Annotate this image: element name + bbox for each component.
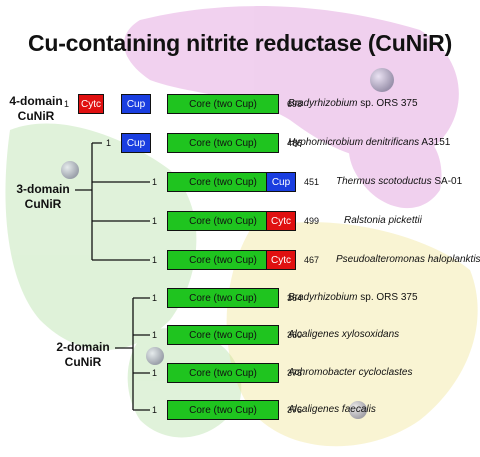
copper-atom-sphere — [61, 161, 79, 179]
residue-end-label: 499 — [304, 216, 320, 226]
species-name: Pseudoalteromonas haloplanktis — [336, 254, 480, 265]
residue-end-label: 364 — [287, 293, 303, 303]
residue-end-label: 467 — [304, 255, 320, 265]
core-domain-box: Core (two Cup) — [167, 172, 279, 192]
core-domain-box: Core (two Cup) — [167, 363, 279, 383]
species-name: Ralstonia pickettii — [344, 215, 422, 226]
core-domain-box: Core (two Cup) — [167, 94, 279, 114]
yellow-ribbon-region — [226, 222, 478, 447]
copper-atom-sphere — [146, 347, 164, 365]
residue-start-label: 1 — [152, 368, 158, 378]
bracket-2-domain — [115, 297, 150, 411]
strain-designation: sp. ORS 375 — [357, 98, 418, 109]
residue-start-label: 1 — [152, 255, 158, 265]
species-label: Bradyrhizobium sp. ORS 375 — [288, 98, 418, 110]
species-label: Pseudoalteromonas haloplanktis — [336, 254, 480, 266]
species-label: Ralstonia pickettii — [344, 215, 422, 227]
species-name: Thermus scotoductus — [336, 176, 432, 187]
residue-end-label: 376 — [287, 405, 303, 415]
cup-domain-box: Cup — [266, 172, 296, 192]
residue-end-label: 378 — [287, 368, 303, 378]
group-label-line: 2-domain — [56, 340, 110, 354]
tree-brackets — [75, 142, 150, 411]
diagram-title: Cu-containing nitrite reductase (CuNiR) — [27, 30, 453, 56]
residue-start-label: 1 — [152, 405, 158, 415]
group-label-line: CuNiR — [64, 355, 102, 369]
strain-designation: A3151 — [419, 137, 451, 148]
core-domain-box: Core (two Cup) — [167, 250, 279, 270]
copper-atom-sphere — [370, 68, 394, 92]
residue-end-label: 451 — [304, 177, 320, 187]
species-name: Alcaligenes faecalis — [288, 404, 376, 415]
species-label: Alcaligenes faecalis — [288, 404, 376, 416]
bracket-3-domain — [75, 142, 150, 261]
residue-end-label: 698 — [287, 99, 303, 109]
group-label-line: 3-domain — [16, 182, 70, 196]
core-domain-box: Core (two Cup) — [167, 325, 279, 345]
residue-start-label: 1 — [64, 99, 70, 109]
species-label: Alcaligenes xylosoxidans — [288, 329, 399, 341]
residue-end-label: 360 — [287, 330, 303, 340]
strain-designation: sp. ORS 375 — [357, 292, 418, 303]
species-label: Achromobacter cycloclastes — [288, 367, 413, 379]
residue-start-label: 1 — [152, 216, 158, 226]
group-label-line: 4-domain — [9, 94, 63, 108]
strain-designation: SA-01 — [431, 176, 463, 187]
species-name: Achromobacter cycloclastes — [288, 367, 413, 378]
core-domain-box: Core (two Cup) — [167, 288, 279, 308]
species-label: Bradyrhizobium sp. ORS 375 — [288, 292, 418, 304]
cup-domain-box: Cup — [121, 94, 151, 114]
residue-start-label: 1 — [152, 293, 158, 303]
green-ribbon-region — [5, 123, 242, 438]
residue-start-label: 1 — [152, 177, 158, 187]
residue-end-label: 486 — [287, 138, 303, 148]
residue-start-label: 1 — [106, 138, 112, 148]
species-name: Bradyrhizobium — [288, 98, 358, 109]
core-domain-box: Core (two Cup) — [167, 133, 279, 153]
species-label: Thermus scotoductus SA-01 — [336, 176, 462, 188]
residue-start-label: 1 — [152, 330, 158, 340]
cytc-domain-box: Cytc — [266, 250, 296, 270]
core-domain-box: Core (two Cup) — [167, 211, 279, 231]
group-label-line: CuNiR — [17, 109, 55, 123]
species-label: Hyphomicrobium denitrificans A3151 — [288, 137, 450, 149]
cup-domain-box: Cup — [121, 133, 151, 153]
group-label-2-domain: 2-domain CuNiR — [52, 340, 114, 370]
cytc-domain-box: Cytc — [266, 211, 296, 231]
copper-atom-sphere — [349, 401, 367, 419]
group-label-line: CuNiR — [24, 197, 62, 211]
group-label-4-domain: 4-domain CuNiR — [6, 94, 66, 124]
species-name: Hyphomicrobium denitrificans — [288, 137, 420, 148]
group-label-3-domain: 3-domain CuNiR — [12, 182, 74, 212]
core-domain-box: Core (two Cup) — [167, 400, 279, 420]
species-name: Alcaligenes xylosoxidans — [288, 329, 400, 340]
cytc-domain-box: Cytc — [78, 94, 104, 114]
magenta-ribbon-region — [123, 6, 459, 209]
species-name: Bradyrhizobium — [288, 292, 358, 303]
